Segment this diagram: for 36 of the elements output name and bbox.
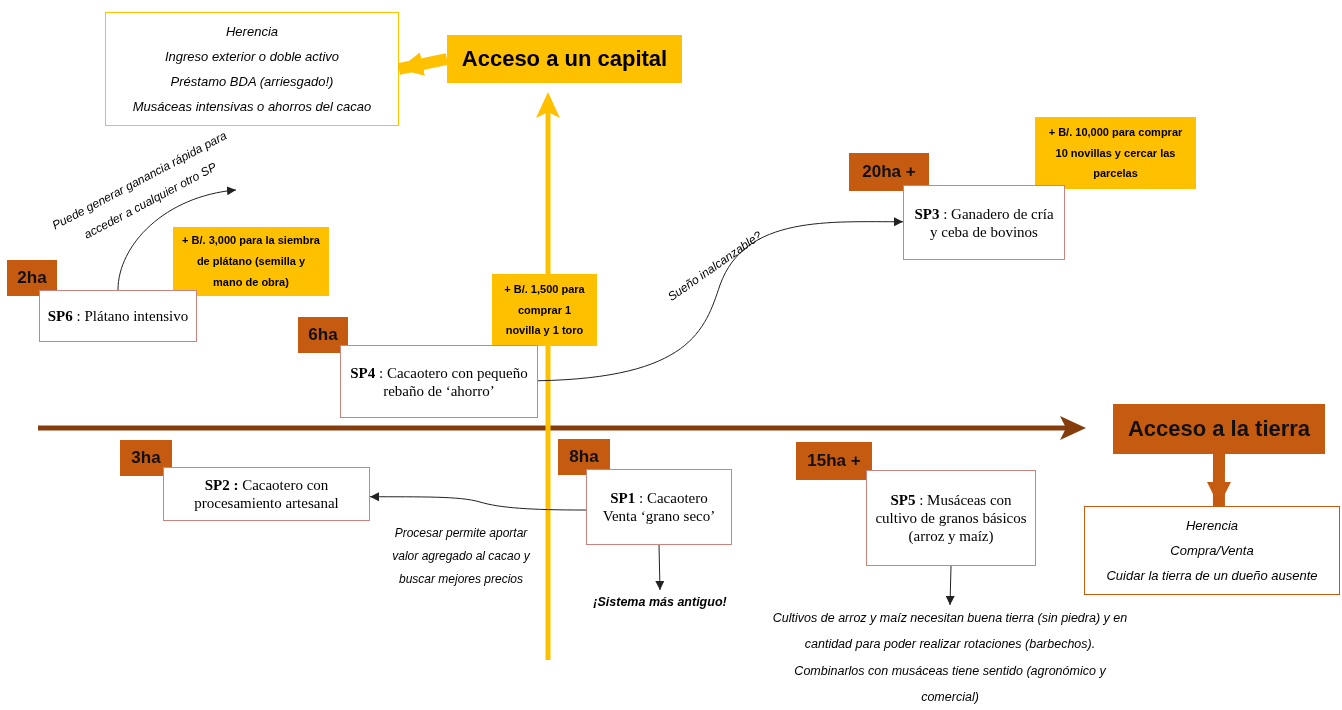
text-box [1084,506,1340,595]
system-box: SP3 : Ganadero de cría y ceba de bovinos [903,185,1065,260]
system-box: SP4 : Cacaotero con pequeño rebaño de ‘ahorro’ [340,345,538,418]
list-item: Compra/Venta [1170,542,1254,560]
list-item: Cuidar la tierra de un dueño ausente [1106,567,1318,585]
edge-label: Procesar permite aportar valor agregado al cacao y buscar mejores precios [391,525,531,588]
axis-title: Acceso a la tierra [1113,404,1325,454]
system-box: SP5 : Musáceas con cultivo de granos básicos (arroz y maíz) [866,470,1036,566]
list-item: Musáceas intensivas o ahorros del cacao [132,98,372,116]
arrow [945,565,955,606]
arrow [655,544,665,591]
note-text: ¡Sistema más antiguo! [570,590,750,614]
area-tag: 8ha [558,439,610,475]
system-box: SP1 : Cacaotero Venta ‘grano seco’ [586,469,732,545]
area-tag: 6ha [298,317,348,353]
cost-box: + B/. 3,000 para la siembra de plátano (semilla y mano de obra) [173,227,329,296]
text-box [105,12,399,126]
cost-box: + B/. 1,500 para comprar 1 novilla y 1 toro [492,274,597,346]
cost-box: + B/. 10,000 para comprar 10 novillas y cercar las parcelas [1035,117,1196,189]
area-tag: 20ha + [849,153,929,191]
axis-title: Acceso a un capital [447,35,682,83]
system-box: SP2 : Cacaotero con procesamiento artesanal [163,467,370,521]
note-text: Cultivos de arroz y maíz necesitan buena tierra (sin piedra) y en cantidad para poder realizar rotaciones (barbechos). Combinarlos con musáceas tiene sentido (agronómico y comercial) [770,605,1130,710]
list-item: Ingreso exterior o doble activo [164,48,340,66]
list-item: Herencia [226,23,278,41]
arrow [397,52,449,76]
arrow [117,186,237,291]
area-tag: 3ha [120,440,172,476]
list-item: Herencia [1186,517,1238,535]
area-tag: 2ha [7,260,57,296]
arrow [369,492,587,511]
system-box: SP6 : Plátano intensivo [39,290,197,342]
arrow [537,217,904,382]
area-tag: 15ha + [796,442,872,480]
list-item: Préstamo BDA (arriesgado!) [170,73,334,91]
arrow [1206,454,1231,507]
